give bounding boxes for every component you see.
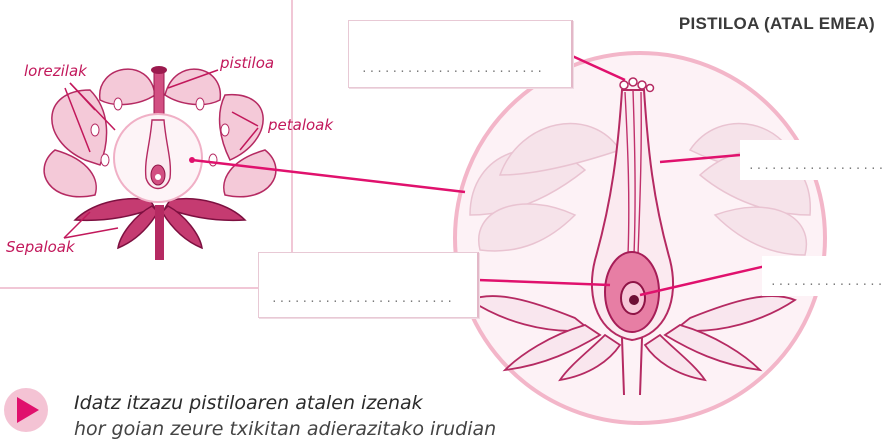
answer-box-top[interactable]: ........................ bbox=[348, 20, 573, 88]
page-title: PISTILOA (ATAL EMEA) bbox=[679, 14, 875, 34]
small-flower bbox=[44, 66, 276, 260]
answer-field-right-upper[interactable]: .................. bbox=[740, 140, 883, 180]
blank-line-right-upper: .................. bbox=[748, 159, 883, 172]
instruction-line-2: hor goian zeure txikitan adierazitako ir… bbox=[74, 418, 496, 440]
magnified-circle bbox=[455, 53, 825, 423]
instruction-line-1: Idatz itzazu pistiloaren atalen izenak bbox=[74, 392, 423, 414]
blank-line-top: ........................ bbox=[361, 62, 561, 75]
play-icon bbox=[4, 388, 48, 432]
label-lorezilak: lorezilak bbox=[24, 62, 87, 80]
blank-line-left: ........................ bbox=[271, 292, 467, 305]
label-sepaloak: Sepaloak bbox=[6, 238, 75, 256]
label-petaloak: petaloak bbox=[268, 116, 333, 134]
label-pistiloa: pistiloa bbox=[220, 54, 274, 72]
answer-box-left[interactable]: ........................ bbox=[258, 252, 479, 318]
blank-line-right-lower: ................... bbox=[770, 275, 883, 288]
answer-field-right-lower[interactable]: ................... bbox=[762, 256, 883, 296]
